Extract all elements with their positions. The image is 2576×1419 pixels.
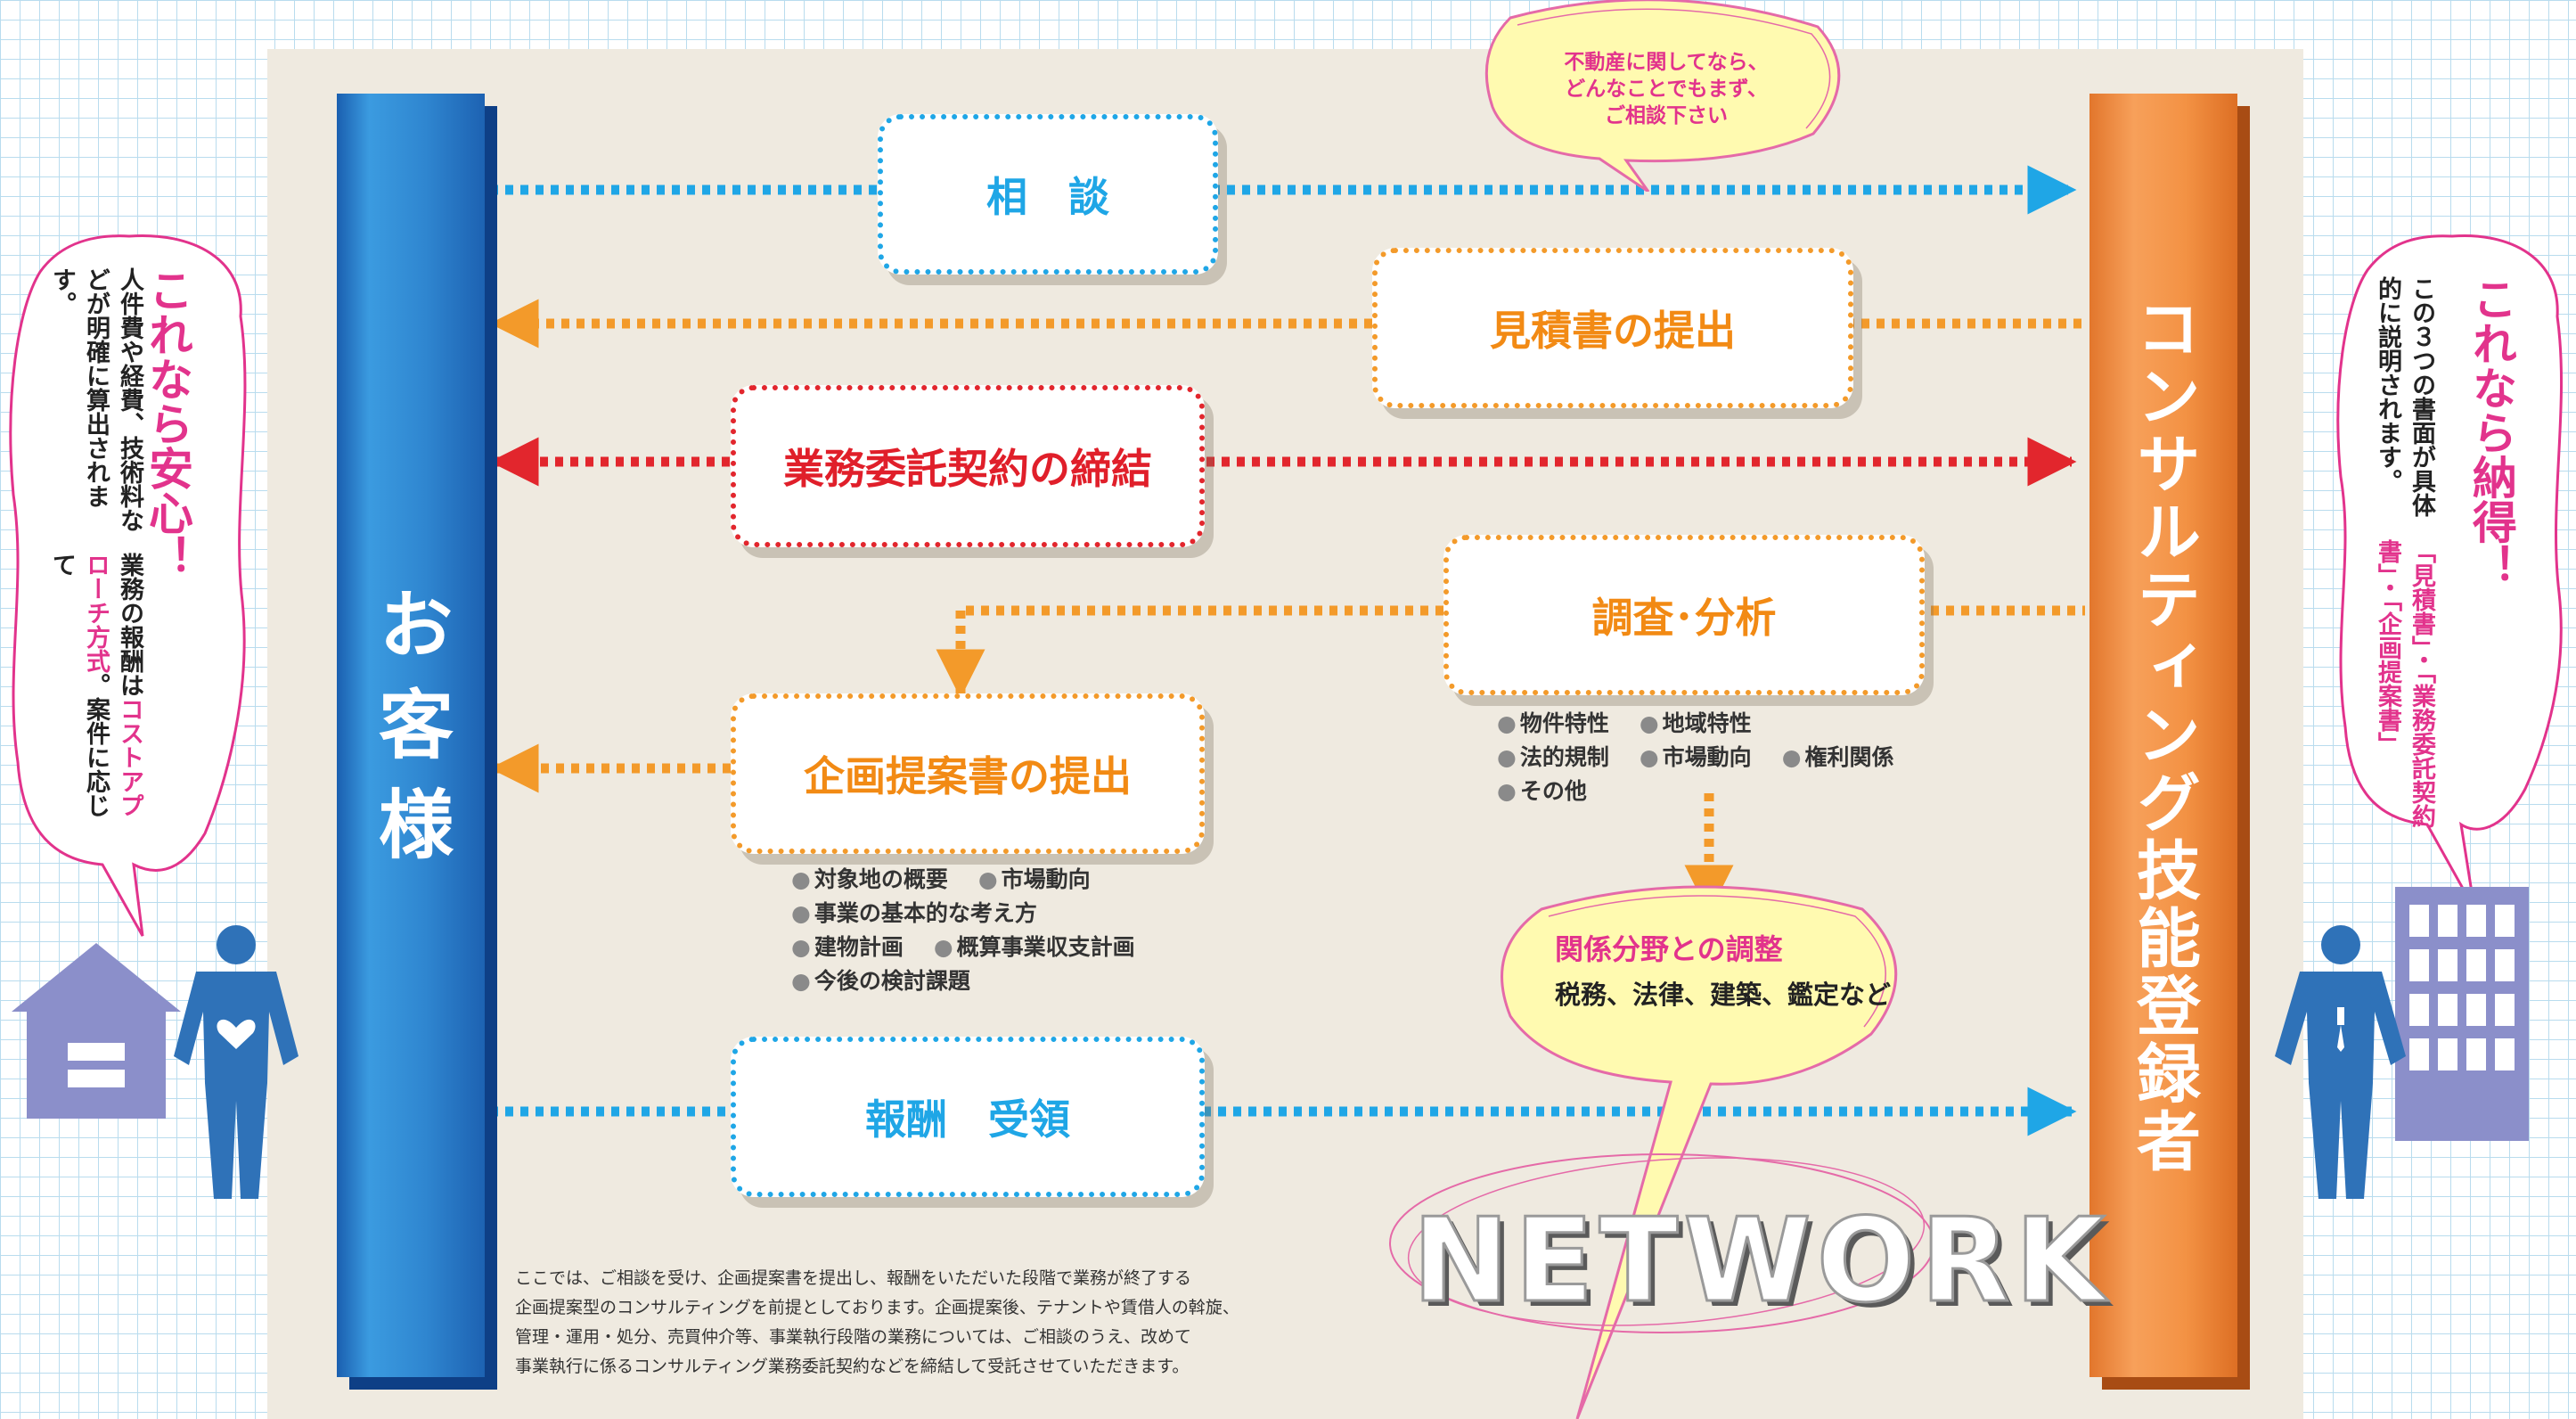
payment-node: 報酬 受領	[731, 1037, 1205, 1197]
client-person-icon	[174, 925, 298, 1199]
building-icon	[2395, 887, 2529, 1141]
consult-bubble-line: 不動産に関してなら、	[1564, 51, 1769, 74]
proposal-item: 今後の検討課題	[791, 964, 970, 998]
coordination-detail: 税務、法律、建築、鑑定など	[1555, 980, 1892, 1010]
consultant-label: コンサルティング技能登録者	[2125, 295, 2201, 1176]
proposal-node: 企画提案書の提出	[731, 693, 1205, 854]
consultant-person-icon	[2275, 925, 2406, 1199]
note-line: ここでは、ご相談を受け、企画提案書を提出し、報酬をいただいた段階で業務が終了する	[515, 1268, 1192, 1288]
right-callout-documents: 「見積書」・「業務委託契約書」・「企画提案書」	[2374, 538, 2435, 828]
survey-item: 権利関係	[1782, 741, 1894, 775]
proposal-item: 事業の基本的な考え方	[791, 897, 1037, 931]
consult-speech-bubble	[1484, 0, 1841, 192]
right-callout-body: 「見積書」・「業務委託契約書」・「企画提案書」 この３つの書面が具体的に説明され…	[2370, 276, 2438, 829]
survey-items: 物件特性地域特性 法的規制市場動向権利関係 その他	[1497, 707, 1894, 808]
survey-item: その他	[1497, 775, 1587, 808]
consultation-label: 相 談	[986, 173, 1109, 221]
left-callout-text: 業務の報酬は	[116, 553, 143, 697]
coordination-bubble	[1501, 885, 1898, 1419]
coordination-label: 関係分野との調整	[1555, 932, 1783, 966]
survey-item: 地域特性	[1640, 707, 1752, 741]
diagram-panel	[267, 49, 2303, 1419]
network-ellipses	[1389, 1153, 1934, 1333]
contract-label: 業務委託契約の締結	[783, 445, 1152, 493]
consult-bubble-line: どんなことでもまず、	[1565, 78, 1768, 101]
proposal-item: 市場動向	[978, 863, 1091, 897]
left-callout-title: これなら安心！	[142, 267, 193, 579]
network-label: NETWORK	[1411, 1192, 2111, 1330]
payment-label: 報酬 受領	[865, 1095, 1070, 1144]
estimate-label: 見積書の提出	[1490, 307, 1736, 355]
survey-node: 調査･分析	[1443, 535, 1925, 695]
note-line: 事業執行に係るコンサルティング業務委託契約などを締結して受託させていただきます。	[515, 1357, 1190, 1376]
consultant-bar: コンサルティング技能登録者	[2089, 94, 2237, 1377]
left-callout-text: 人件費や経費、技術料などが明確に算出されます。	[48, 267, 143, 532]
proposal-label: 企画提案書の提出	[804, 752, 1132, 800]
contract-node: 業務委託契約の締結	[731, 385, 1205, 547]
right-callout-bubble	[2336, 234, 2564, 910]
consultation-node: 相 談	[878, 114, 1218, 275]
consult-bubble-line: ご相談下さい	[1605, 104, 1728, 127]
estimate-node: 見積書の提出	[1372, 248, 1853, 408]
right-callout-title: これなら納得！	[2466, 276, 2517, 588]
proposal-item: 建物計画	[791, 931, 904, 964]
note-line: 管理・運用・処分、売買仲介等、事業執行段階の業務については、ご相談のうえ、改めて	[515, 1327, 1192, 1347]
left-callout-bubble	[9, 234, 247, 937]
proposal-item: 概算事業収支計画	[934, 931, 1135, 964]
client-label: お客様	[366, 586, 454, 885]
left-callout-body: 業務の報酬はコストアプローチ方式。案件に応じて 人件費や経費、技術料などが明確に…	[45, 267, 146, 838]
consult-bubble-text: 不動産に関してなら、 どんなことでもまず、 ご相談下さい	[1506, 49, 1827, 129]
proposal-item: 対象地の概要	[791, 863, 948, 897]
survey-item: 市場動向	[1640, 741, 1752, 775]
left-callout-text: 。案件に応じて	[48, 553, 110, 817]
proposal-items: 対象地の概要市場動向 事業の基本的な考え方 建物計画概算事業収支計画 今後の検討…	[791, 863, 1135, 998]
survey-label: 調査･分析	[1591, 594, 1777, 642]
survey-item: 法的規制	[1497, 741, 1609, 775]
right-callout-text: この３つの書面が具体的に説明されます。	[2374, 276, 2435, 517]
cost-approach-highlight: コストアプローチ方式	[82, 553, 143, 817]
client-bar: お客様	[337, 94, 485, 1377]
survey-item: 物件特性	[1497, 707, 1609, 741]
house-icon	[12, 943, 181, 1119]
service-note: ここでは、ご相談を受け、企画提案書を提出し、報酬をいただいた段階で業務が終了する…	[515, 1264, 1239, 1382]
note-line: 企画提案型のコンサルティングを前提としております。企画提案後、テナントや賃借人の…	[515, 1298, 1239, 1317]
